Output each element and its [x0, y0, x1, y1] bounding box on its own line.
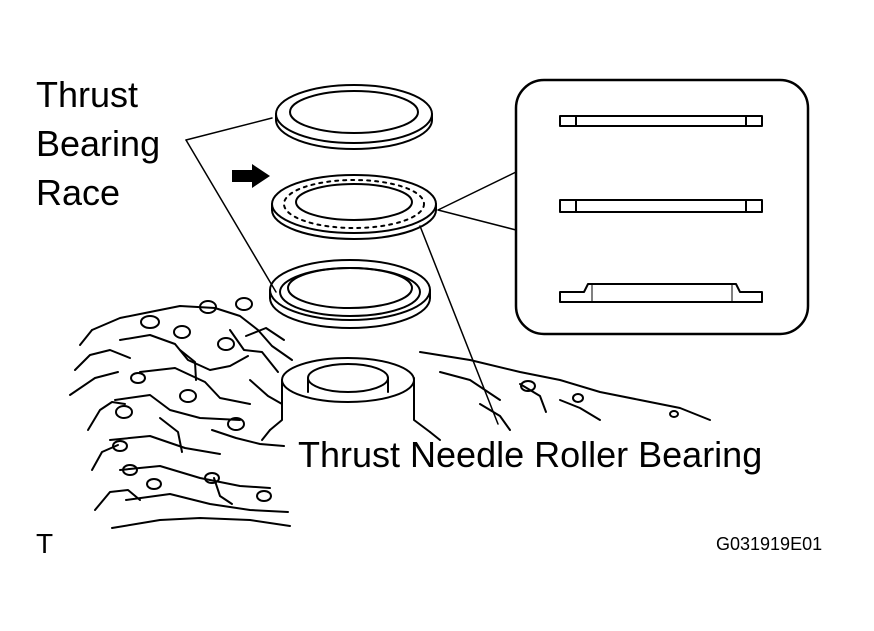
callout-pointer	[438, 172, 516, 230]
shaft-boss	[282, 358, 414, 404]
upper-race-section	[560, 116, 762, 126]
race-label-line-1: Thrust	[36, 74, 139, 115]
transmission-housing	[70, 298, 710, 528]
needle-bearing-section	[560, 200, 762, 212]
needle-bearing-label: Thrust Needle Roller Bearing	[298, 434, 763, 475]
race-label-line-3: Race	[36, 172, 121, 213]
upper-race	[276, 85, 432, 149]
needle-leader-line	[420, 226, 498, 424]
needle-bearing	[272, 175, 436, 239]
arrow-right-icon	[232, 164, 270, 188]
lower-race	[270, 260, 430, 328]
race-label-line-2: Bearing	[36, 123, 161, 164]
lower-race-section	[560, 284, 762, 302]
detail-callout-box	[516, 80, 808, 334]
corner-mark: T	[36, 528, 54, 559]
race-leader-lines	[186, 118, 276, 292]
thrust-bearing-race-label: Thrust Bearing Race	[36, 70, 160, 217]
figure-code: G031919E01	[716, 534, 823, 554]
